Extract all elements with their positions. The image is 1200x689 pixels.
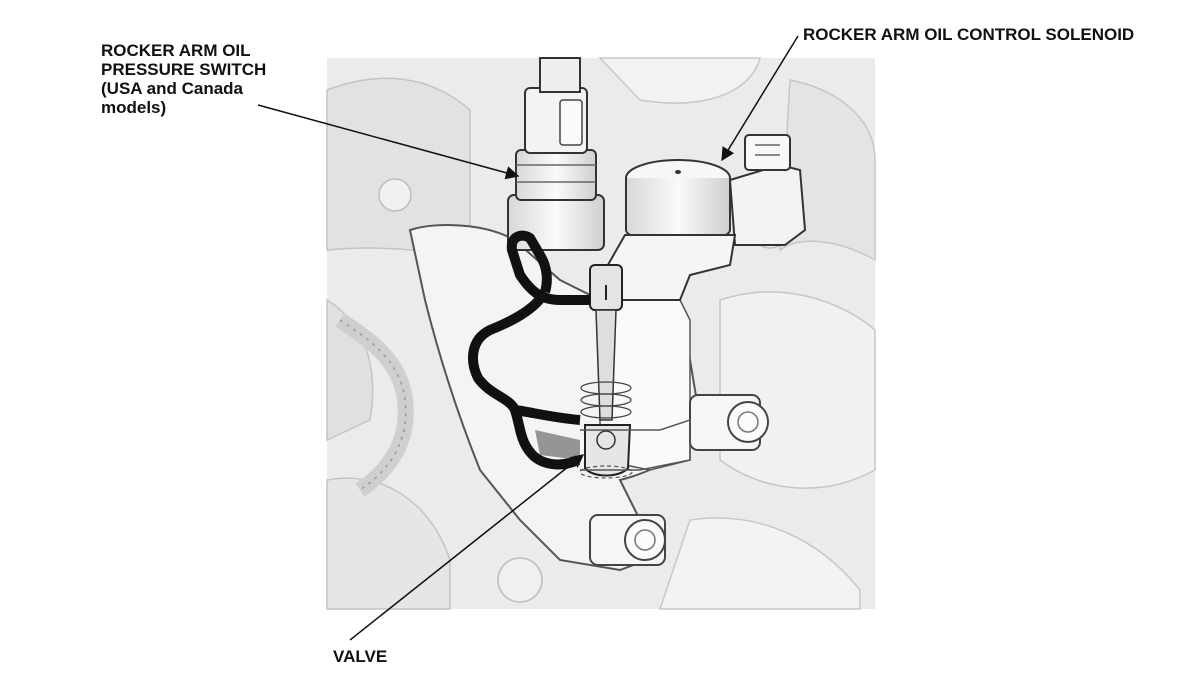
valve-label: VALVE: [333, 647, 388, 666]
pressure-switch-leader: [257, 104, 520, 180]
solenoid-label: ROCKER ARM OIL CONTROL SOLENOID: [803, 25, 1135, 44]
solenoid-leader: [721, 35, 799, 162]
valve-leader: [349, 454, 585, 641]
pressure-switch-label-line: (USA and Canada: [101, 79, 244, 98]
pressure-switch-label-line: PRESSURE SWITCH: [101, 60, 267, 79]
oil-passage: [468, 230, 590, 470]
pressure-switch-label-line: ROCKER ARM OIL: [101, 41, 251, 60]
solenoid-part: [603, 134, 807, 301]
spool-valve-internal: [579, 264, 691, 479]
pressure-switch-label: ROCKER ARM OIL PRESSURE SWITCH (USA and …: [101, 41, 341, 117]
pressure-switch-label-line: models): [101, 98, 167, 117]
